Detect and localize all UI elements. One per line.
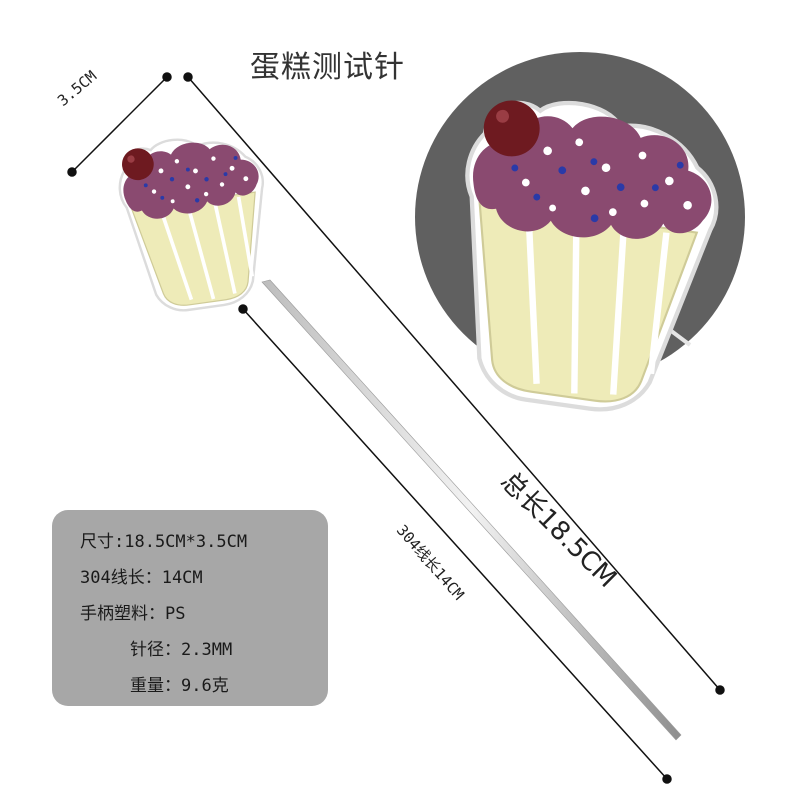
spec-size: 尺寸:18.5CM*3.5CM	[80, 532, 248, 552]
spec-handle-material: 手柄塑料：PS	[80, 604, 186, 624]
spec-panel: 尺寸:18.5CM*3.5CM 304线长：14CM 手柄塑料：PS 针径：2.…	[52, 510, 328, 706]
cupcake-handle	[112, 126, 282, 319]
page-title: 蛋糕测试针	[250, 50, 405, 85]
rod-length-dimension-line	[238, 304, 672, 784]
spec-needle-diameter: 针径：2.3MM	[130, 640, 233, 660]
width-dimension-line	[67, 72, 172, 177]
spec-weight: 重量：9.6克	[130, 676, 229, 696]
spec-rod-length: 304线长：14CM	[80, 568, 203, 588]
zoom-detail-circle	[415, 52, 745, 422]
total-length-dimension-line	[183, 72, 725, 695]
metal-rod	[261, 279, 682, 741]
